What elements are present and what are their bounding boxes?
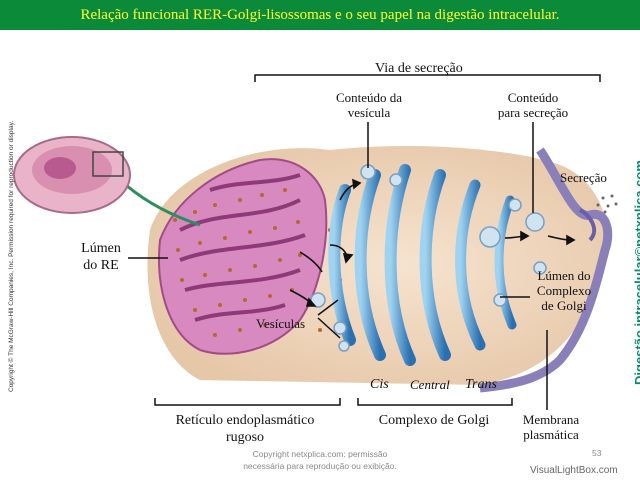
page-number: 53 (592, 448, 602, 458)
label-secrecao: Secreção (560, 170, 607, 185)
secretion-pore (578, 208, 597, 242)
label-conteudo-vesicula: Conteúdo da vesícula (335, 90, 403, 120)
label-reticulo: Retículo endoplasmático rugoso (175, 413, 315, 445)
plasma-membrane (479, 147, 613, 393)
vesicles (310, 164, 547, 352)
label-vesiculas: Vesículas (256, 316, 306, 331)
label-cis: Cis (370, 377, 389, 392)
label-via-secrecao: Via de secreção (375, 61, 463, 76)
slide-title: Relação funcional RER-Golgi-lisossomas e… (0, 0, 640, 30)
leader-lines (128, 74, 601, 410)
label-trans: Trans (465, 377, 497, 392)
label-complexo-golgi: Complexo de Golgi (378, 413, 490, 428)
label-conteudo-secrecao: Conteúdo para secreção (497, 90, 569, 120)
golgi-complex (328, 164, 517, 366)
label-lumen-re: Lúmen do RE (81, 241, 121, 273)
label-central: Central (410, 377, 450, 392)
copyright-side-text: Copyright © The McGraw-Hill Companies, I… (8, 120, 15, 392)
cell-inset (13, 136, 131, 214)
label-membrana: Membrana plasmática (522, 412, 580, 442)
label-lumen-golgi: Lúmen do Complexo de Golgi (536, 268, 592, 313)
footer-copyright: Copyright netxplica.com: permissão neces… (243, 449, 397, 471)
rough-er (158, 158, 328, 355)
watermark-side-text: Digestão intracelular©netxplica.com (632, 160, 640, 385)
secretion-particles (596, 194, 618, 214)
watermark-bottom[interactable]: VisualLightBox.com (530, 465, 618, 476)
